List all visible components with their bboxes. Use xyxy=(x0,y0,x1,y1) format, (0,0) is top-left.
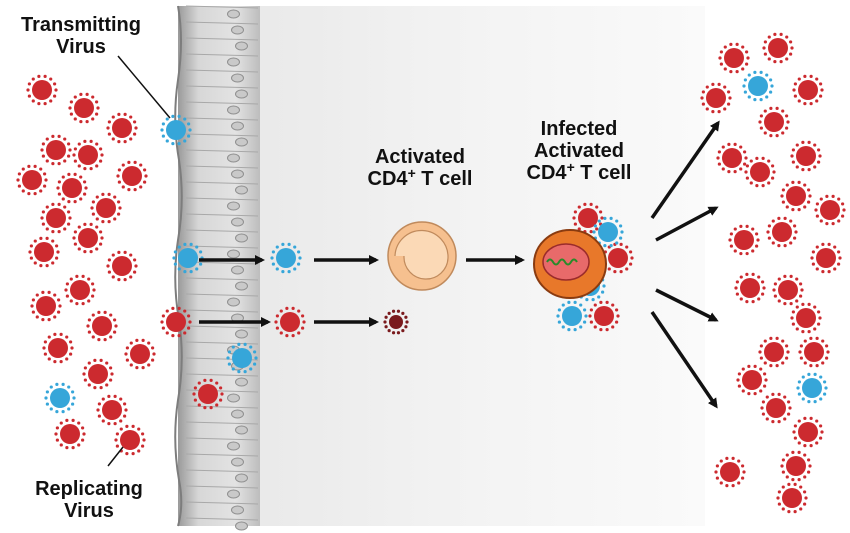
arrow xyxy=(655,206,719,242)
arrow xyxy=(650,311,718,409)
replicating-virus xyxy=(700,82,732,114)
infected-activated-cd4-label: Infected Activated CD4+ T cell xyxy=(526,118,632,184)
replicating-virus xyxy=(780,180,812,212)
transmitting-virus xyxy=(44,382,76,414)
transmitting-virus xyxy=(742,70,774,102)
replicating-virus xyxy=(758,336,790,368)
replicating-virus xyxy=(814,194,846,226)
replicating-virus-label: Replicating Virus xyxy=(35,478,143,522)
replicating-virus xyxy=(42,332,74,364)
replicating-virus xyxy=(72,139,104,171)
replicating-virus xyxy=(714,456,746,488)
replicating-virus xyxy=(114,424,146,456)
virus-particles xyxy=(16,32,846,514)
replicating-virus xyxy=(758,106,790,138)
replicating-virus xyxy=(588,300,620,332)
replicating-virus xyxy=(16,164,48,196)
replicating-virus xyxy=(40,134,72,166)
replicating-virus xyxy=(734,272,766,304)
replicating-virus xyxy=(572,202,604,234)
replicating-virus xyxy=(30,290,62,322)
replicating-virus xyxy=(760,392,792,424)
replicating-virus xyxy=(116,160,148,192)
replicating-virus xyxy=(772,274,804,306)
transmitting-virus xyxy=(226,342,258,374)
transmitting-virus xyxy=(160,114,192,146)
replicating-virus xyxy=(744,156,776,188)
arrow xyxy=(650,120,720,219)
replicating-virus xyxy=(82,358,114,390)
replicating-virus xyxy=(798,336,830,368)
defective-virus xyxy=(383,309,409,335)
transmitting-virus xyxy=(172,242,204,274)
replicating-virus xyxy=(790,302,822,334)
replicating-virus xyxy=(776,482,808,514)
replicating-virus xyxy=(64,274,96,306)
replicating-virus xyxy=(40,202,72,234)
viral-rna xyxy=(546,258,578,266)
replicating-virus xyxy=(766,216,798,248)
replicating-virus xyxy=(72,222,104,254)
replicating-virus xyxy=(124,338,156,370)
replicating-virus xyxy=(792,416,824,448)
activated-cd4-label: Activated CD4+ T cell xyxy=(367,146,473,190)
transmitting-virus xyxy=(556,300,588,332)
replicating-virus xyxy=(716,142,748,174)
replicating-virus xyxy=(728,224,760,256)
replicating-virus xyxy=(274,306,306,338)
replicating-virus xyxy=(780,450,812,482)
replicating-virus xyxy=(90,192,122,224)
transmitting-virus xyxy=(592,216,624,248)
transmitting-virus-label: Transmitting Virus xyxy=(20,14,141,58)
activated-cd4-t-cell xyxy=(387,221,457,291)
replicating-virus xyxy=(28,236,60,268)
transmitting-virus xyxy=(270,242,302,274)
replicating-virus xyxy=(810,242,842,274)
transmitting-virus xyxy=(796,372,828,404)
replicating-virus xyxy=(54,418,86,450)
replicating-virus xyxy=(96,394,128,426)
replicating-virus xyxy=(790,140,822,172)
arrow xyxy=(655,288,719,322)
replicating-virus xyxy=(26,74,58,106)
replicating-virus xyxy=(68,92,100,124)
infected-cd4-t-cell xyxy=(533,229,607,299)
replicating-virus xyxy=(86,310,118,342)
replicating-virus xyxy=(160,306,192,338)
arrows xyxy=(199,120,720,409)
replicating-virus xyxy=(192,378,224,410)
replicating-virus xyxy=(106,250,138,282)
replicating-virus xyxy=(106,112,138,144)
replicating-virus xyxy=(718,42,750,74)
epithelial-barrier xyxy=(174,5,260,531)
replicating-virus xyxy=(736,364,768,396)
label-leader-lines xyxy=(107,55,171,467)
replicating-virus xyxy=(762,32,794,64)
replicating-virus xyxy=(56,172,88,204)
replicating-virus xyxy=(792,74,824,106)
